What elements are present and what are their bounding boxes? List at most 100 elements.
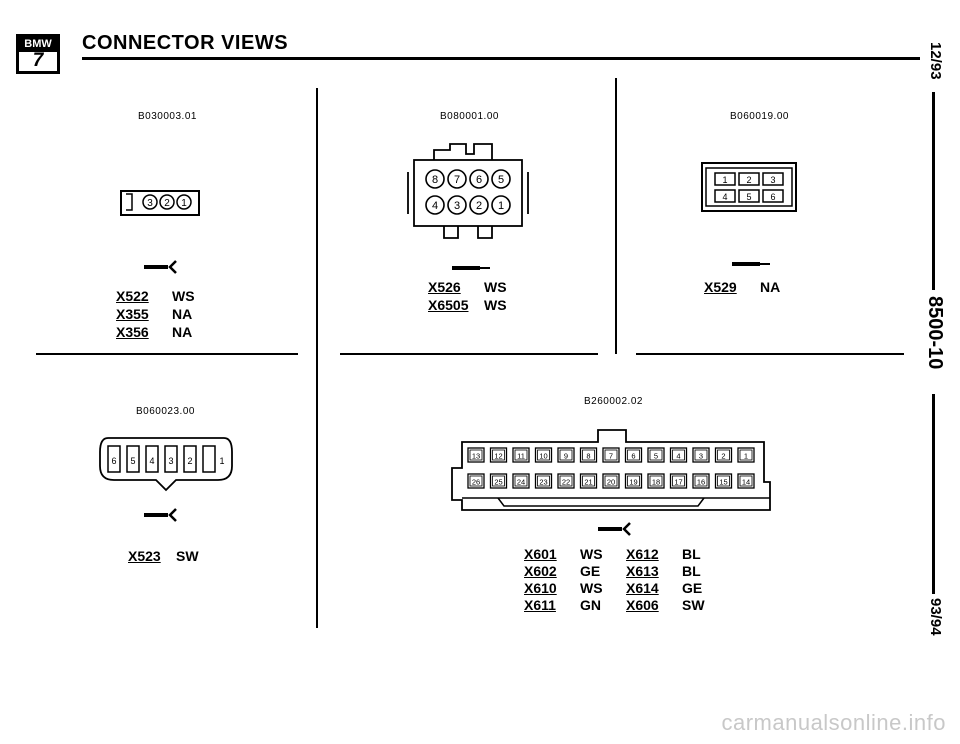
connector-id: X612 (626, 546, 659, 562)
panel2-part-code: B080001.00 (440, 111, 499, 122)
wire-color: WS (580, 546, 603, 562)
pin-cell: 25 (489, 473, 508, 489)
svg-text:21: 21 (584, 478, 592, 487)
panel1-pin-label: 2 (164, 198, 170, 209)
svg-text:14: 14 (742, 478, 750, 487)
wire-color: WS (484, 279, 507, 295)
wire-color: SW (176, 548, 199, 564)
connector-id: X602 (524, 563, 557, 579)
svg-text:13: 13 (472, 452, 480, 461)
svg-text:11: 11 (517, 452, 525, 461)
margin-rule-2 (932, 394, 935, 594)
svg-text:7: 7 (609, 452, 613, 461)
pin-cell: 17 (669, 473, 688, 489)
male-connector-icon (732, 262, 770, 266)
panel4-connector-diagram: 6 5 4 3 2 1 (99, 437, 233, 492)
connector-id: X6505 (428, 297, 469, 313)
page-title: CONNECTOR VIEWS (82, 32, 289, 54)
svg-text:23: 23 (539, 478, 547, 487)
svg-text:15: 15 (719, 478, 727, 487)
svg-text:4: 4 (676, 452, 680, 461)
wire-color: WS (172, 288, 195, 304)
panel1-pin-label: 1 (181, 198, 187, 209)
wire-color: NA (172, 306, 193, 322)
connector-row: X355 NA (116, 306, 195, 322)
pin-cell: 23 (534, 473, 553, 489)
connector-id: X523 (128, 548, 161, 564)
pin-cell: 26 (467, 473, 485, 489)
female-connector-icon (144, 508, 177, 522)
panel2-pin-label: 4 (432, 200, 438, 212)
svg-text:6: 6 (631, 452, 635, 461)
bmw-7-logo: BMW 7 (16, 34, 60, 74)
panel3-pin-label: 1 (722, 175, 727, 185)
pin-cell: 12 (489, 447, 508, 463)
pin-cell: 3 (692, 447, 710, 463)
pin-cell: 4 (669, 447, 688, 463)
panel3-pin-label: 4 (722, 192, 727, 202)
connector-id: X601 (524, 546, 557, 562)
connector-id: X356 (116, 324, 149, 340)
connector-id: X613 (626, 563, 659, 579)
panel1-part-code: B030003.01 (138, 111, 197, 122)
pin-cell: 11 (512, 447, 530, 463)
pin-cell: 14 (737, 473, 755, 489)
pin-cell: 19 (624, 473, 643, 489)
svg-text:22: 22 (562, 478, 570, 487)
panel1-pin-label: 3 (147, 198, 153, 209)
panel1-connector-diagram: 3 2 1 (120, 190, 200, 216)
panel4-pin-label: 5 (130, 456, 135, 466)
svg-text:17: 17 (674, 478, 682, 487)
pin-cell: 20 (602, 473, 620, 489)
svg-text:12: 12 (494, 452, 502, 461)
margin-date: 12/93 (927, 42, 944, 80)
pin-cell: 1 (737, 447, 755, 463)
pin-cell: 10 (534, 447, 553, 463)
svg-text:18: 18 (652, 478, 660, 487)
panel2-connector-diagram: 8 7 6 5 4 3 2 1 (407, 143, 529, 239)
female-connector-icon (144, 260, 177, 274)
wire-color: SW (682, 597, 705, 613)
divider-horizontal-1 (36, 353, 298, 355)
svg-text:3: 3 (699, 452, 703, 461)
svg-text:2: 2 (721, 452, 725, 461)
wire-color: BL (682, 546, 701, 562)
pin-cell: 18 (647, 473, 665, 489)
wire-color: NA (172, 324, 193, 340)
pin-cell: 9 (557, 447, 575, 463)
wire-color: NA (760, 279, 781, 295)
pin-cell: 16 (692, 473, 710, 489)
wire-color: WS (580, 580, 603, 596)
panel4-pin-label: 4 (149, 456, 154, 466)
divider-horizontal-3 (636, 353, 904, 355)
watermark: carmanualsonline.info (721, 710, 946, 735)
panel3-pin-label: 6 (770, 192, 775, 202)
panel3-pin-label: 3 (770, 175, 775, 185)
pin-cell: 13 (467, 447, 485, 463)
wire-color: GE (580, 563, 601, 579)
pin-cell: 5 (647, 447, 665, 463)
panel4-connector-list: X523 SW (128, 548, 199, 564)
pin-cell: 15 (714, 473, 733, 489)
connector-id: X614 (626, 580, 659, 596)
panel2-pin-label: 5 (498, 174, 504, 186)
wire-color: GN (580, 597, 601, 613)
panel2-pin-label: 6 (476, 174, 482, 186)
svg-text:9: 9 (564, 452, 568, 461)
panel2-pin-label: 7 (454, 174, 460, 186)
margin-page-number: 8500-10 (924, 296, 946, 370)
connector-id: X355 (116, 306, 149, 322)
connector-id: X606 (626, 597, 659, 613)
panel2-pin-label: 3 (454, 200, 460, 212)
panel3-pin-label: 2 (746, 175, 751, 185)
pin-cell: 8 (579, 447, 598, 463)
pin-cell: 22 (557, 473, 575, 489)
